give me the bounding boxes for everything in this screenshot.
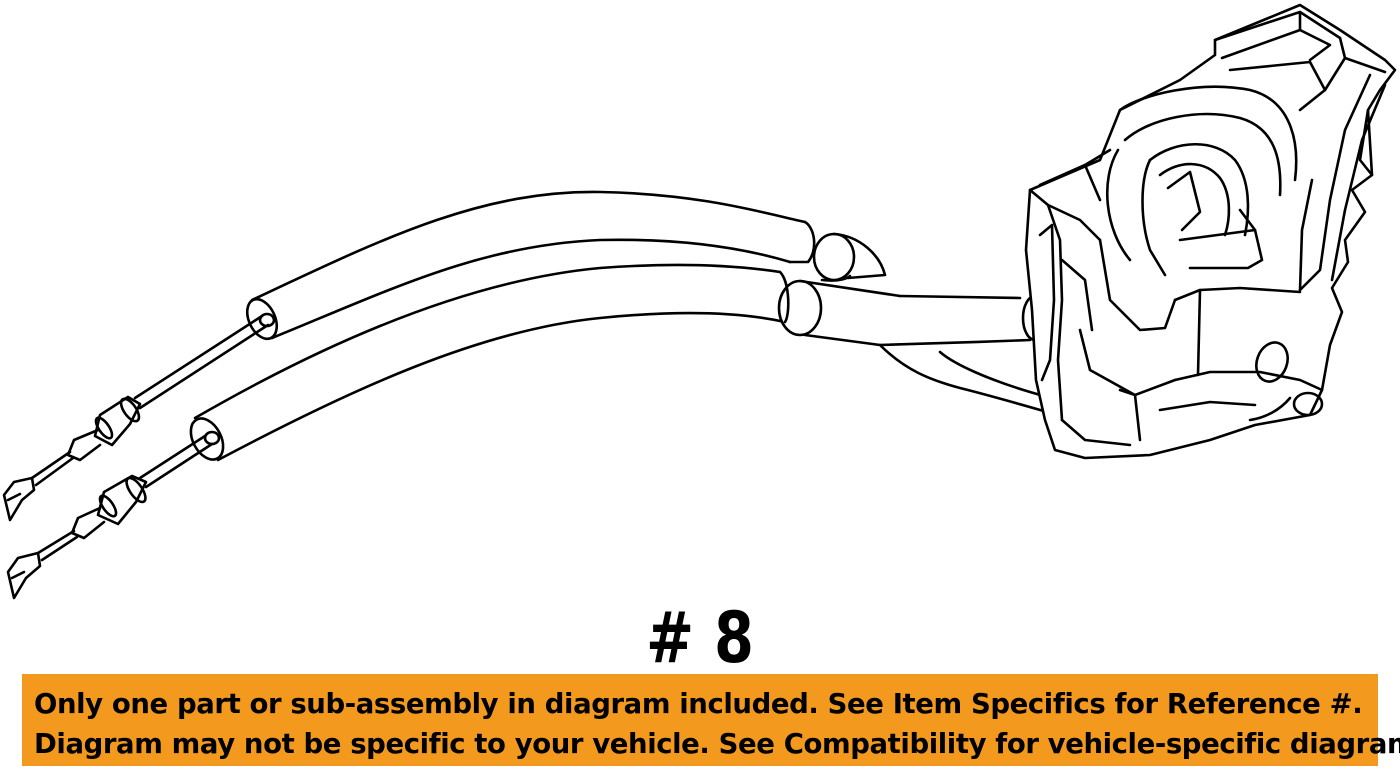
lower-cable <box>6 263 787 600</box>
reference-number-label: # 8 <box>645 597 755 679</box>
door-lock-actuator-diagram <box>2 3 1397 600</box>
actuator-housing <box>1024 3 1397 460</box>
disclaimer-line-2: Diagram may not be specific to your vehi… <box>34 728 1400 760</box>
upper-cable <box>2 190 807 522</box>
disclaimer-line-1: Only one part or sub-assembly in diagram… <box>34 688 1363 720</box>
disclaimer-banner: Only one part or sub-assembly in diagram… <box>22 674 1400 766</box>
